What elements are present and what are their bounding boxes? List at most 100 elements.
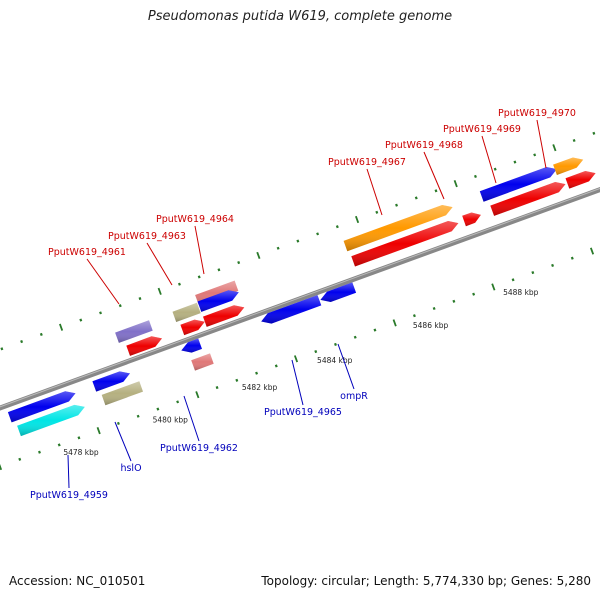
label-4965: PputW619_4965 [264, 407, 342, 418]
upper-tick [197, 275, 201, 279]
gene-4962-pink-arrow [191, 353, 214, 371]
label-4964: PputW619_4964 [156, 214, 234, 225]
gene-4964-arrow [197, 290, 239, 312]
gene-4967-red-arrow [351, 221, 459, 267]
label-4967: PputW619_4967 [328, 157, 406, 168]
upper-tick [118, 304, 122, 308]
label-4970: PputW619_4970 [498, 108, 576, 119]
label-4962-leader [183, 395, 200, 442]
lower-tick [293, 355, 299, 363]
lower-tick [176, 400, 180, 404]
lower-tick [235, 378, 239, 382]
upper-tick [552, 144, 557, 152]
gene-4969-red-arrow [490, 182, 566, 216]
scale-label: 5478 kbp [63, 448, 99, 457]
upper-tick [434, 189, 438, 193]
gene-hslo-arrow [101, 381, 143, 406]
lower-tick [116, 421, 120, 425]
upper-tick [513, 160, 517, 164]
lower-tick [274, 364, 278, 368]
label-4962: PputW619_4962 [160, 443, 238, 454]
upper-tick [453, 179, 458, 188]
gene-4959-arrow-shade [7, 391, 76, 423]
lower-tick [570, 256, 574, 260]
gene-4959-cyan-arrow-shade [17, 404, 85, 437]
lower-tick [0, 463, 3, 471]
upper-tick [20, 340, 24, 344]
upper-tick [99, 311, 102, 315]
gene-4969-arrow [479, 167, 557, 202]
label-4967-leader [366, 168, 383, 216]
gene-4970-arrow [553, 157, 584, 175]
gene-4964-arrow-shade [197, 290, 239, 312]
gene-4967-arrow-shade [343, 205, 453, 252]
lower-tick [392, 319, 397, 327]
label-4965-leader [291, 359, 304, 406]
gene-4963-red-arrow [180, 319, 205, 336]
gene-labels: PputW619_4961PputW619_4963PputW619_4964P… [30, 108, 576, 501]
gene-4964-red-arrow-shade [203, 305, 245, 327]
lower-tick [511, 278, 515, 282]
label-4959-leader [67, 454, 70, 489]
upper-tick [414, 196, 418, 200]
gene-4964-red-arrow [203, 305, 245, 327]
upper-tick [296, 239, 300, 243]
gene-4970-red-arrow-shade [565, 171, 596, 189]
lower-tick [18, 457, 22, 461]
label-4961-leader [86, 258, 120, 305]
gene-blue-arrow-shade [92, 371, 130, 392]
upper-tick [0, 347, 4, 351]
upper-tick [316, 232, 320, 236]
gene-blue-arrow [92, 371, 130, 392]
gene-4963-arrow-shade [172, 302, 201, 322]
gene-4968-arrow [462, 212, 481, 227]
lower-tick [452, 299, 456, 303]
label-4968-leader [423, 151, 445, 200]
lower-tick [215, 385, 219, 390]
upper-tick [138, 296, 142, 301]
upper-tick [335, 225, 339, 229]
lower-tick [334, 342, 337, 346]
label-hslo-leader [114, 421, 132, 462]
label-4959: PputW619_4959 [30, 490, 108, 501]
upper-tick [39, 332, 43, 336]
upper-tick [375, 210, 379, 214]
lower-tick [432, 306, 436, 311]
genome-stats-text: Topology: circular; Length: 5,774,330 bp… [261, 574, 591, 588]
label-4963: PputW619_4963 [108, 231, 186, 242]
genome-backbone [0, 186, 600, 411]
upper-tick [493, 167, 497, 171]
label-4968: PputW619_4968 [385, 140, 463, 151]
gene-ompr-arrow [320, 282, 357, 302]
gene-4961-red-arrow [126, 336, 162, 356]
label-4970-leader [536, 119, 547, 169]
label-ompr: ompR [340, 391, 368, 402]
lower-tick [491, 283, 496, 291]
lower-tick [96, 427, 101, 435]
lower-tick [589, 247, 595, 255]
label-4964-leader [194, 225, 205, 275]
label-4963-leader [146, 242, 173, 286]
upper-tick [572, 138, 576, 143]
upper-tick [178, 282, 181, 286]
upper-tick [355, 215, 360, 224]
gene-4962-pink-arrow-shade [191, 353, 214, 371]
lower-tick [255, 371, 259, 375]
gene-4962-arrow [181, 338, 202, 353]
lower-tick [57, 443, 61, 447]
lower-tick [38, 450, 41, 454]
upper-tick [592, 131, 596, 135]
gene-features [7, 157, 596, 437]
scale-label: 5480 kbp [153, 416, 189, 425]
gene-4967-arrow [343, 205, 453, 252]
gene-4965-arrow [261, 295, 322, 324]
gene-4970-red-arrow [565, 171, 596, 189]
lower-tick [412, 314, 416, 318]
upper-tick [533, 153, 537, 157]
scale-label: 5486 kbp [413, 321, 449, 330]
scale-label: 5488 kbp [503, 288, 539, 297]
gene-hslo-arrow-shade [101, 381, 143, 406]
upper-tick [395, 203, 398, 207]
